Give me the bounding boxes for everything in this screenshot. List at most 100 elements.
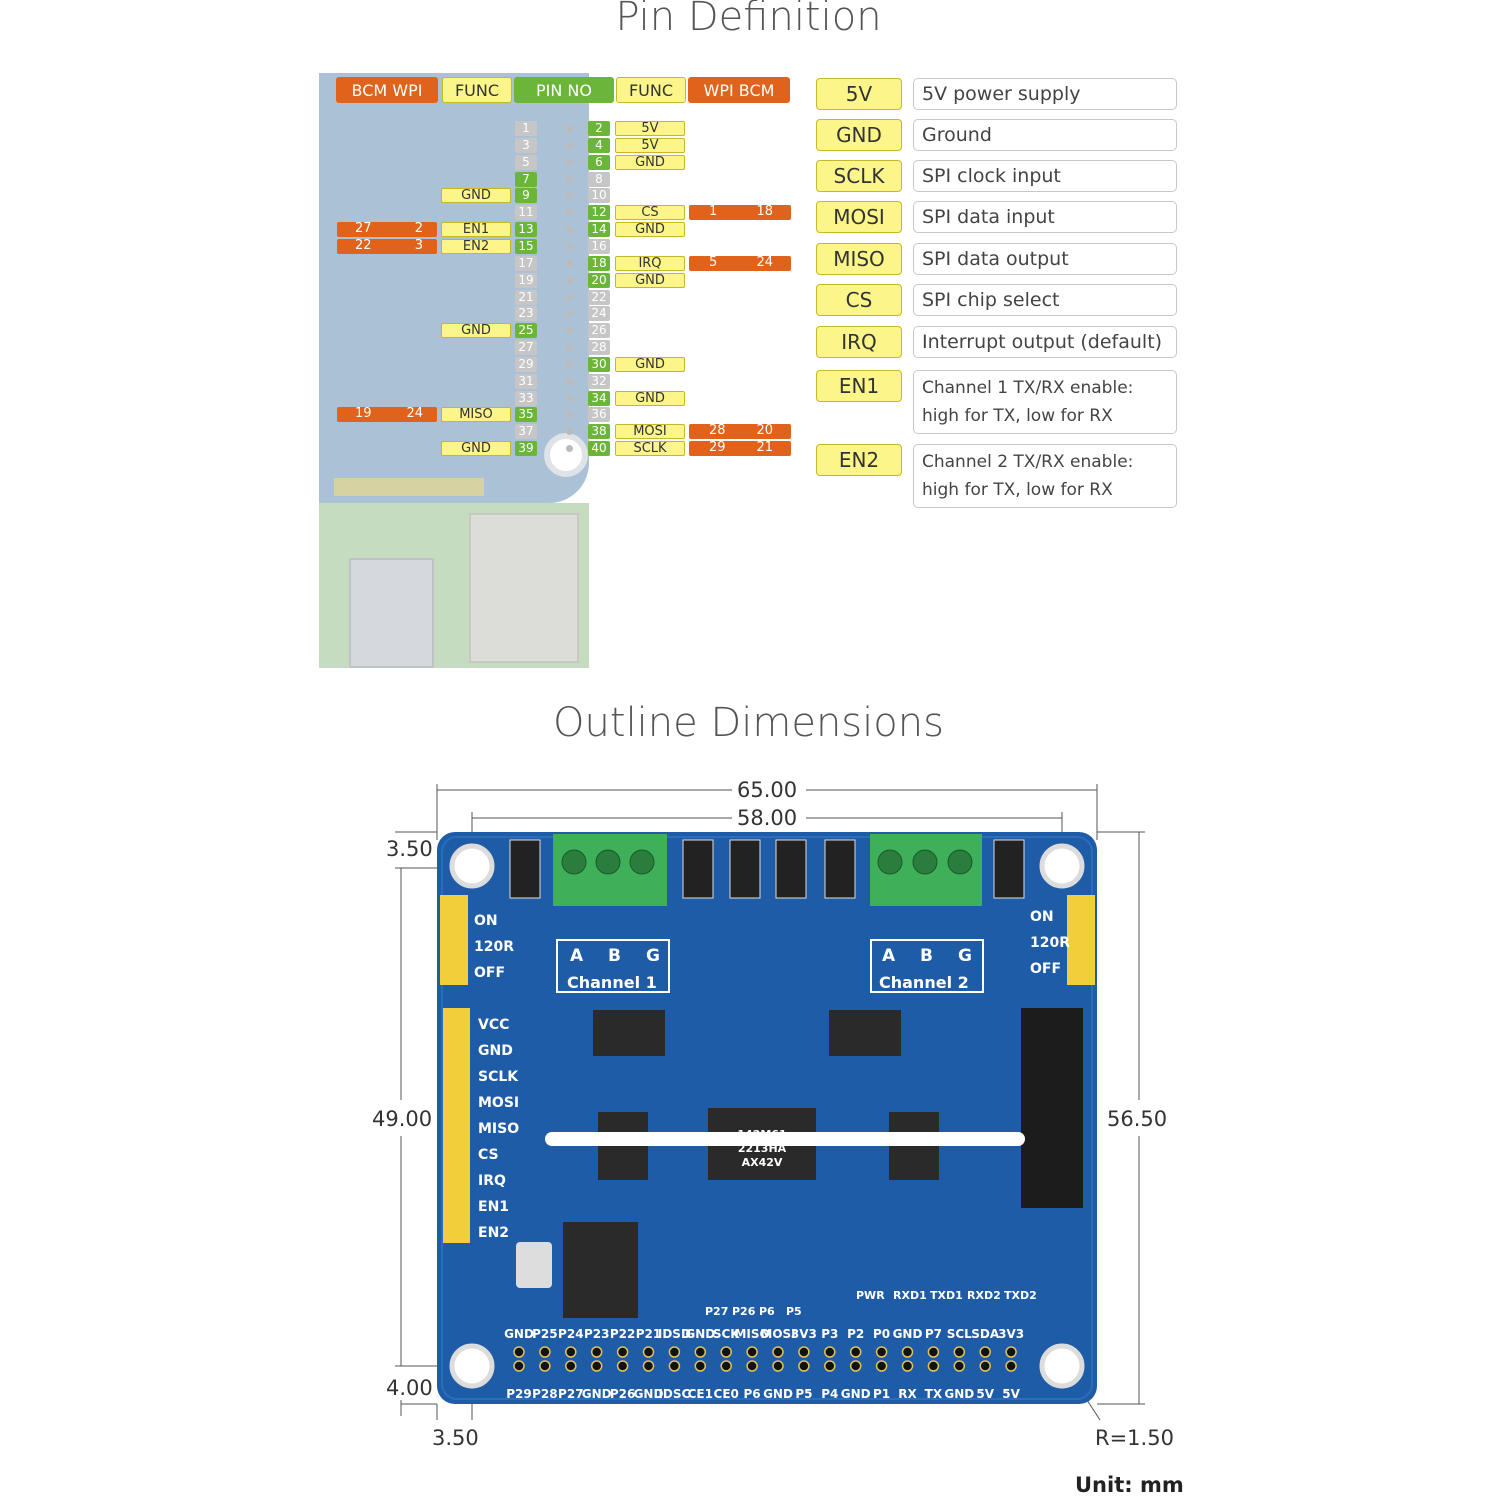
- gpio-bottom-11: P5: [795, 1387, 812, 1401]
- dim-corner-radius: R=1.50: [1095, 1426, 1174, 1450]
- legend-desc-5v: 5V power supply: [913, 78, 1177, 110]
- legend-desc-en2: Channel 2 TX/RX enable: high for TX, low…: [913, 444, 1177, 508]
- legend-desc-en1: Channel 1 TX/RX enable: high for TX, low…: [913, 370, 1177, 434]
- gpio-hole: [772, 1346, 784, 1358]
- gpio-bottom-8: CE0: [714, 1387, 739, 1401]
- pin-16: 16: [588, 238, 610, 254]
- gpio-hole: [590, 1360, 603, 1372]
- pin-header-row: BCM WPI FUNC PIN NO FUNC WPI BCM: [336, 77, 791, 103]
- board-side-label-mosi: MOSI: [478, 1095, 519, 1111]
- pin-dot: [566, 360, 573, 368]
- gpio-hole: [979, 1360, 991, 1372]
- pin-6-func: GND: [615, 154, 685, 170]
- gpio-top-14: P0: [873, 1327, 890, 1341]
- gpio-bottom-2: P27: [558, 1387, 584, 1401]
- header-func-right: FUNC: [616, 77, 686, 103]
- gpio-bottom-12: P4: [821, 1387, 838, 1401]
- legend-key-irq: IRQ: [816, 326, 902, 358]
- legend-key-gnd: GND: [816, 119, 902, 151]
- pin-2-func: 5V: [615, 121, 685, 136]
- legend-desc-mosi: SPI data input: [913, 201, 1177, 233]
- led-label-rxd2: RXD2: [967, 1289, 1001, 1302]
- gpio-hole: [1005, 1346, 1017, 1358]
- pin-1: 1: [515, 121, 537, 136]
- legend-desc-gnd: Ground: [913, 119, 1177, 151]
- gpio-hole: [901, 1346, 914, 1358]
- ch1-b-label: B: [608, 946, 621, 966]
- gpio-bottom-0: P29: [506, 1387, 532, 1401]
- header-bcm-wpi-left: BCM WPI: [336, 77, 438, 103]
- gpio-hole: [798, 1360, 810, 1372]
- pin-35-func: MISO: [441, 407, 511, 423]
- gpio-hole: [513, 1360, 525, 1372]
- ch2-b-label: B: [920, 946, 933, 966]
- pad-label-p26: P26: [732, 1305, 756, 1318]
- gpio-top-7: GND: [685, 1327, 715, 1341]
- ch2-g-label: G: [958, 946, 972, 966]
- pin-9-func: GND: [441, 188, 511, 204]
- gpio-top-9: MISO: [734, 1327, 769, 1341]
- pin-30-func: GND: [615, 356, 685, 372]
- gpio-bottom-13: GND: [841, 1387, 871, 1401]
- pin-13-func: EN1: [441, 222, 511, 238]
- pin-18-func: IRQ: [615, 255, 685, 271]
- board-side-label-cs: CS: [478, 1147, 499, 1163]
- pin-14-func: GND: [615, 222, 685, 238]
- led-label-txd2: TXD2: [1004, 1289, 1037, 1302]
- pin-dot: [566, 242, 573, 250]
- pin-7: 7: [515, 171, 537, 187]
- board-side-label-vcc: VCC: [478, 1017, 509, 1033]
- pin-22: 22: [588, 289, 610, 305]
- pin-28: 28: [588, 340, 610, 356]
- gpio-hole: [953, 1360, 966, 1372]
- pin-dot: [566, 125, 573, 132]
- dim-top-offset: 3.50: [386, 837, 433, 861]
- board-side-label-en1: EN1: [478, 1199, 509, 1215]
- legend-key-miso: MISO: [816, 243, 902, 275]
- pin-18: 18: [588, 255, 610, 271]
- pin-dot: [566, 394, 573, 402]
- pad-label-p5: P5: [786, 1305, 802, 1318]
- legend-key-en1: EN1: [816, 370, 902, 402]
- pin-dot: [566, 158, 573, 166]
- pin-23: 23: [515, 306, 537, 322]
- gpio-hole: [539, 1346, 551, 1358]
- pin-dot: [566, 192, 573, 200]
- gpio-hole: [927, 1360, 940, 1372]
- pin-dot: [566, 209, 573, 217]
- pin-15-func: EN2: [441, 238, 511, 254]
- jumper-right-off: OFF: [1030, 961, 1061, 977]
- gpio-hole: [513, 1346, 525, 1358]
- gpio-bottom-16: TX: [925, 1387, 943, 1401]
- gpio-hole: [824, 1360, 836, 1372]
- gpio-hole: [875, 1346, 888, 1358]
- pin-dot: [566, 175, 573, 183]
- pin-8: 8: [588, 171, 610, 187]
- ch2-a-label: A: [882, 946, 896, 966]
- pin-dot: [566, 259, 573, 267]
- header-func-left: FUNC: [442, 77, 512, 103]
- pin-10: 10: [588, 188, 610, 204]
- ch1-g-label: G: [646, 946, 660, 966]
- gpio-hole: [539, 1360, 551, 1372]
- pin-33: 33: [515, 390, 537, 406]
- chip-marking-0: 142M61: [737, 1128, 786, 1141]
- gpio-top-16: P7: [925, 1327, 942, 1341]
- board-side-label-irq: IRQ: [478, 1173, 506, 1189]
- gpio-bottom-4: P26: [610, 1387, 636, 1401]
- pin-13: 13: [515, 222, 537, 238]
- pin-dot: [566, 445, 573, 453]
- chip-marking-2: AX42V: [742, 1156, 783, 1169]
- pin-32: 32: [588, 373, 610, 389]
- board-side-label-miso: MISO: [478, 1121, 519, 1137]
- header-pin-no: PIN NO: [514, 77, 614, 103]
- legend-desc-cs: SPI chip select: [913, 284, 1177, 316]
- pin-38-func: MOSI: [615, 424, 685, 440]
- gpio-hole: [642, 1346, 655, 1358]
- gpio-bottom-18: 5V: [976, 1387, 994, 1401]
- pin-40: 40: [588, 441, 610, 457]
